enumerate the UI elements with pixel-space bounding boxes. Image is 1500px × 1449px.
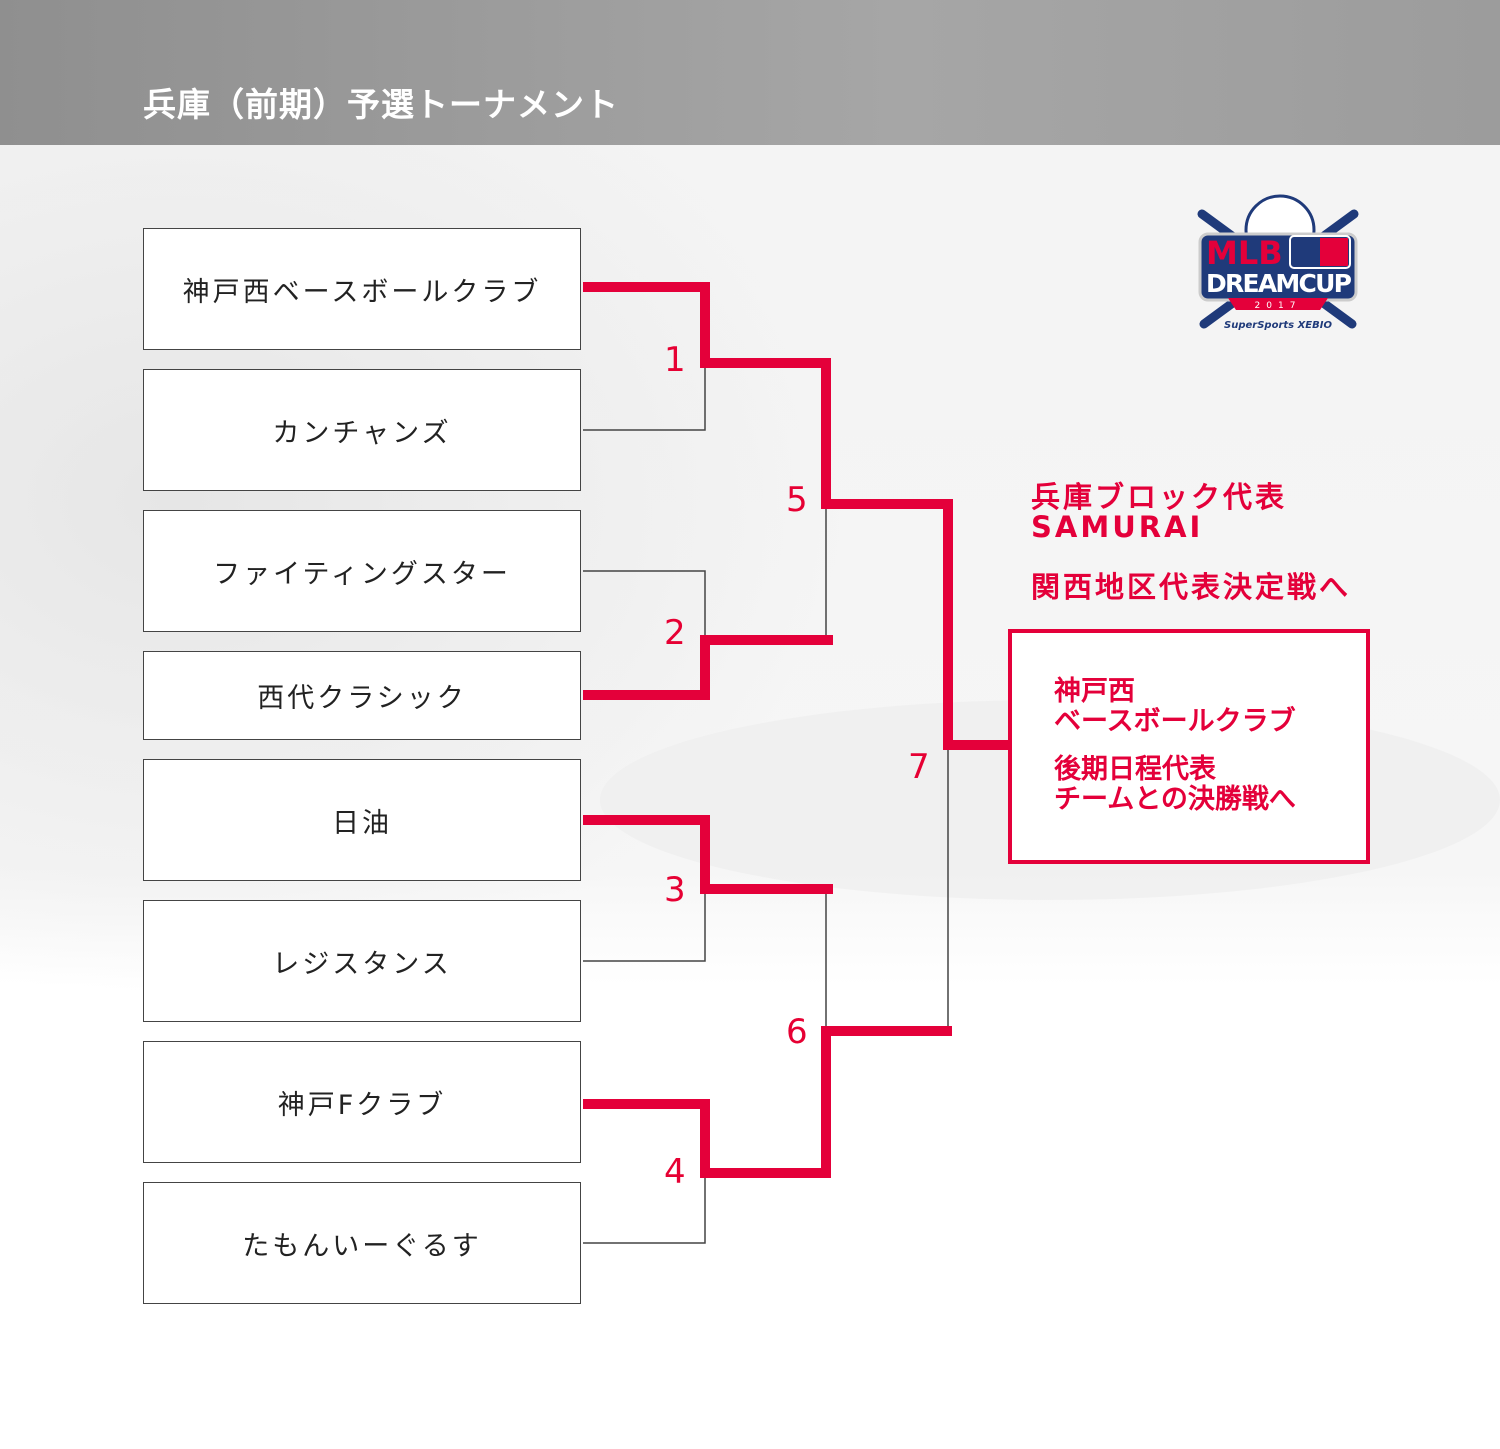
team-box: カンチャンズ bbox=[143, 369, 581, 491]
representative-team-name: SAMURAI bbox=[1031, 510, 1204, 544]
loser-line bbox=[583, 1173, 706, 1244]
match-number: 7 bbox=[908, 747, 930, 787]
winner-line bbox=[583, 815, 833, 894]
loser-line bbox=[583, 889, 706, 962]
winner-note-line: チームとの決勝戦へ bbox=[1054, 784, 1296, 815]
match-number: 1 bbox=[664, 340, 686, 380]
next-stage-label: 関西地区代表決定戦へ bbox=[1031, 570, 1352, 604]
match-number: 2 bbox=[664, 613, 686, 653]
svg-text:SuperSports XEBIO: SuperSports XEBIO bbox=[1224, 320, 1332, 331]
header-bar: 兵庫（前期）予選トーナメント bbox=[0, 0, 1500, 145]
match-number: 3 bbox=[664, 870, 686, 910]
block-representative-label: 兵庫ブロック代表 bbox=[1031, 480, 1288, 514]
team-box: 神戸Fクラブ bbox=[143, 1041, 581, 1163]
team-box: 西代クラシック bbox=[143, 651, 581, 740]
loser-line bbox=[583, 570, 706, 640]
loser-line bbox=[583, 363, 706, 431]
svg-text:DREAMCUP: DREAMCUP bbox=[1206, 269, 1352, 298]
match-number: 4 bbox=[664, 1152, 686, 1192]
team-box: 日油 bbox=[143, 759, 581, 881]
winner-line bbox=[583, 1026, 952, 1178]
team-box: たもんいーぐるす bbox=[143, 1182, 581, 1304]
mlb-dreamcup-logo: MLB DREAMCUP 2017 SuperSports XEBIO bbox=[1197, 194, 1359, 331]
svg-text:MLB: MLB bbox=[1206, 234, 1283, 272]
winner-line bbox=[583, 282, 1008, 750]
winner-note-line: 後期日程代表 bbox=[1054, 754, 1216, 785]
team-box: 神戸西ベースボールクラブ bbox=[143, 228, 581, 350]
team-box: ファイティングスター bbox=[143, 510, 581, 632]
page-title: 兵庫（前期）予選トーナメント bbox=[143, 85, 619, 124]
winner-team-line: ベースボールクラブ bbox=[1054, 706, 1296, 737]
svg-text:2017: 2017 bbox=[1255, 301, 1302, 311]
match-number: 6 bbox=[786, 1012, 808, 1052]
winner-line bbox=[583, 635, 833, 700]
match-number: 5 bbox=[786, 480, 808, 520]
winner-team-line: 神戸西 bbox=[1054, 676, 1135, 707]
team-box: レジスタンス bbox=[143, 900, 581, 1022]
winner-box: 神戸西 ベースボールクラブ 後期日程代表 チームとの決勝戦へ bbox=[1008, 629, 1370, 864]
